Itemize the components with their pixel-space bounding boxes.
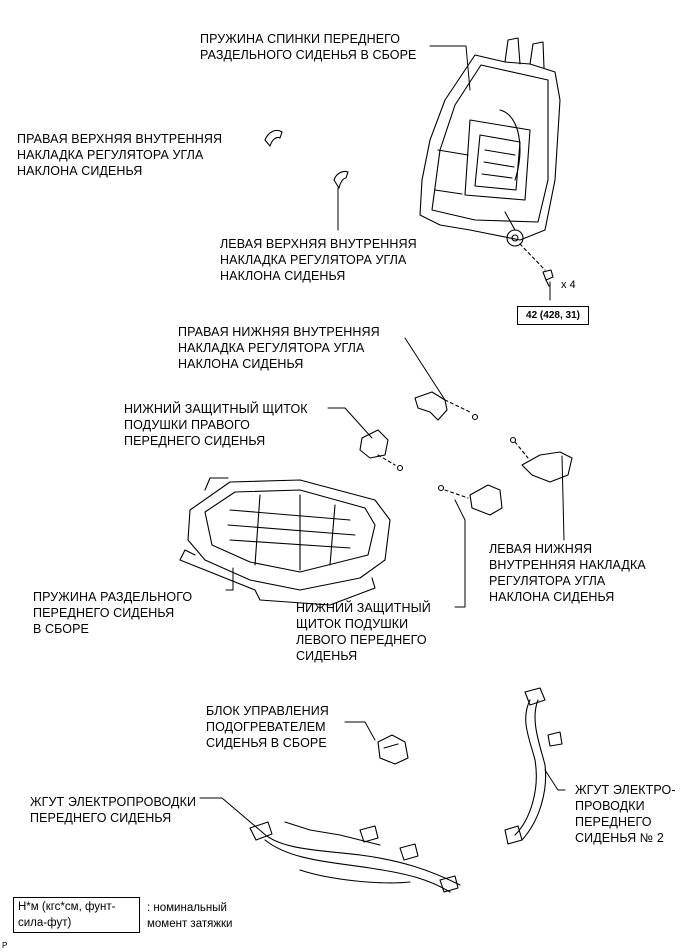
lh-lower-cover-label: ЛЕВАЯ НИЖНЯЯ ВНУТРЕННЯЯ НАКЛАДКА РЕГУЛЯТ… (489, 542, 646, 604)
lh-lower-cover-part (509, 436, 573, 483)
seatback-spring-label: ПРУЖИНА СПИНКИ ПЕРЕДНЕГО РАЗДЕЛЬНОГО СИД… (200, 32, 417, 62)
rh-lower-cover-label: ПРАВАЯ НИЖНЯЯ ВНУТРЕННЯЯ НАКЛАДКА РЕГУЛЯ… (178, 325, 380, 371)
lh-upper-cover-part (333, 170, 349, 189)
corner-mark: P (2, 941, 8, 950)
wire-harness-2-part (504, 687, 563, 845)
rh-upper-cover-part (264, 129, 283, 147)
wire-harness-part (249, 821, 461, 893)
rh-shield-label: НИЖНИЙ ЗАЩИТНЫЙ ЩИТОК ПОДУШКИ ПРАВОГО ПЕ… (124, 402, 308, 448)
cushion-spring-assembly (179, 477, 391, 606)
bolt-quantity: x 4 (561, 279, 576, 291)
bolt-icon (542, 269, 554, 287)
heater-control-label: БЛОК УПРАВЛЕНИЯ ПОДОГРЕВАТЕЛЕМ СИДЕНЬЯ В… (206, 704, 329, 750)
rh-upper-cover-label: ПРАВАЯ ВЕРХНЯЯ ВНУТРЕННЯЯ НАКЛАДКА РЕГУЛ… (17, 132, 223, 178)
rh-lower-cover-part (414, 391, 479, 421)
wire-harness-2-label: ЖГУТ ЭЛЕКТРО- ПРОВОДКИ ПЕРЕДНЕГО СИДЕНЬЯ… (575, 783, 676, 845)
wire-harness-label: ЖГУТ ЭЛЕКТРОПРОВОДКИ ПЕРЕДНЕГО СИДЕНЬЯ (30, 795, 197, 825)
legend-unit-box: Н*м (кгс*см, фунт- сила-фут) (13, 897, 140, 933)
lh-upper-cover-label: ЛЕВАЯ ВЕРХНЯЯ ВНУТРЕННЯЯ НАКЛАДКА РЕГУЛЯ… (220, 237, 417, 283)
lh-shield-part (437, 484, 503, 516)
torque-spec: 42 (428, 31) (517, 306, 589, 325)
legend-description: : номинальный момент затяжки (147, 902, 233, 930)
rh-shield-part (359, 429, 404, 472)
leader-lines (199, 45, 566, 833)
seatback-spring-assembly (419, 37, 561, 271)
heater-control-part (377, 734, 409, 765)
cushion-spring-label: ПРУЖИНА РАЗДЕЛЬНОГО ПЕРЕДНЕГО СИДЕНЬЯ В … (33, 590, 193, 636)
lh-shield-label: НИЖНИЙ ЗАЩИТНЫЙ ЩИТОК ПОДУШКИ ЛЕВОГО ПЕР… (296, 601, 431, 663)
